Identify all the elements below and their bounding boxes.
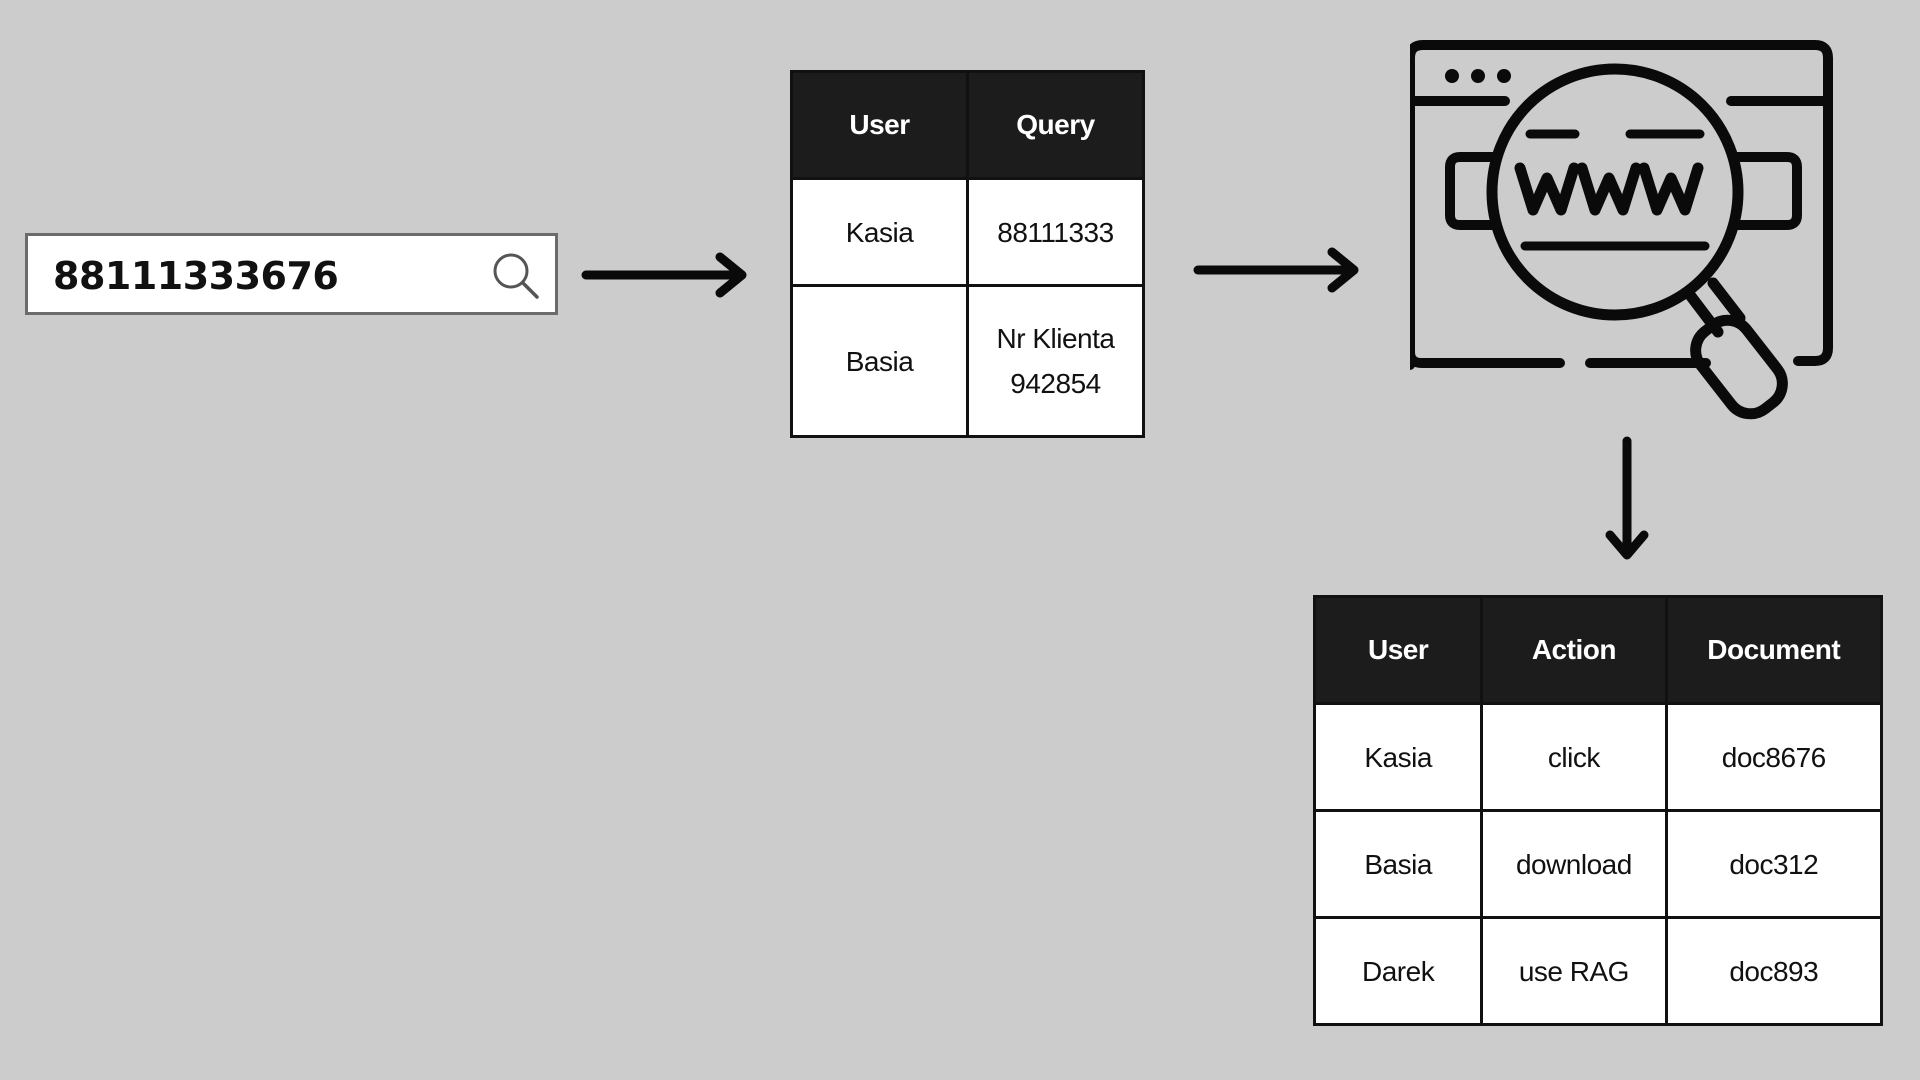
cell-query: 88111333 — [966, 177, 1145, 287]
cell-action: click — [1480, 702, 1668, 812]
cell-action: download — [1480, 809, 1668, 919]
table-row: Basia download doc312 — [1312, 809, 1884, 919]
cell-query: Nr Klienta 942854 — [966, 284, 1145, 438]
cell-user: Darek — [1312, 916, 1484, 1026]
cell-document: doc312 — [1664, 809, 1884, 919]
cell-query-line: 942854 — [1010, 368, 1101, 399]
cell-user: Basia — [1312, 809, 1484, 919]
cell-query-line: Nr Klienta — [996, 323, 1115, 354]
cell-user: Kasia — [790, 177, 969, 287]
cell-action: use RAG — [1480, 916, 1668, 1026]
query-log-table: User Query Kasia 88111333 Basia Nr Klien… — [790, 70, 1145, 438]
cell-document: doc893 — [1664, 916, 1884, 1026]
arrow-right-icon — [1193, 247, 1359, 293]
arrow-down-icon — [1605, 436, 1649, 560]
table-row: Kasia click doc8676 — [1312, 702, 1884, 812]
column-header-user: User — [1312, 595, 1484, 705]
column-header-query: Query — [966, 70, 1145, 180]
arrow-right-icon — [581, 252, 747, 298]
action-log-table: User Action Document Kasia click doc8676… — [1312, 595, 1884, 1026]
cell-document: doc8676 — [1664, 702, 1884, 812]
search-box[interactable]: 88111333676 — [25, 233, 558, 315]
table-row: Kasia 88111333 — [790, 177, 1145, 287]
search-icon[interactable] — [490, 250, 542, 302]
column-header-action: Action — [1480, 595, 1668, 705]
table-header-row: User Query — [790, 70, 1145, 180]
cell-query-line: 88111333 — [997, 216, 1114, 248]
cell-user: Kasia — [1312, 702, 1484, 812]
column-header-user: User — [790, 70, 969, 180]
table-row: Basia Nr Klienta 942854 — [790, 284, 1145, 438]
table-header-row: User Action Document — [1312, 595, 1884, 705]
cell-user: Basia — [790, 284, 969, 438]
web-search-icon — [1410, 40, 1833, 420]
search-input[interactable]: 88111333676 — [53, 254, 339, 298]
table-row: Darek use RAG doc893 — [1312, 916, 1884, 1026]
column-header-document: Document — [1664, 595, 1884, 705]
